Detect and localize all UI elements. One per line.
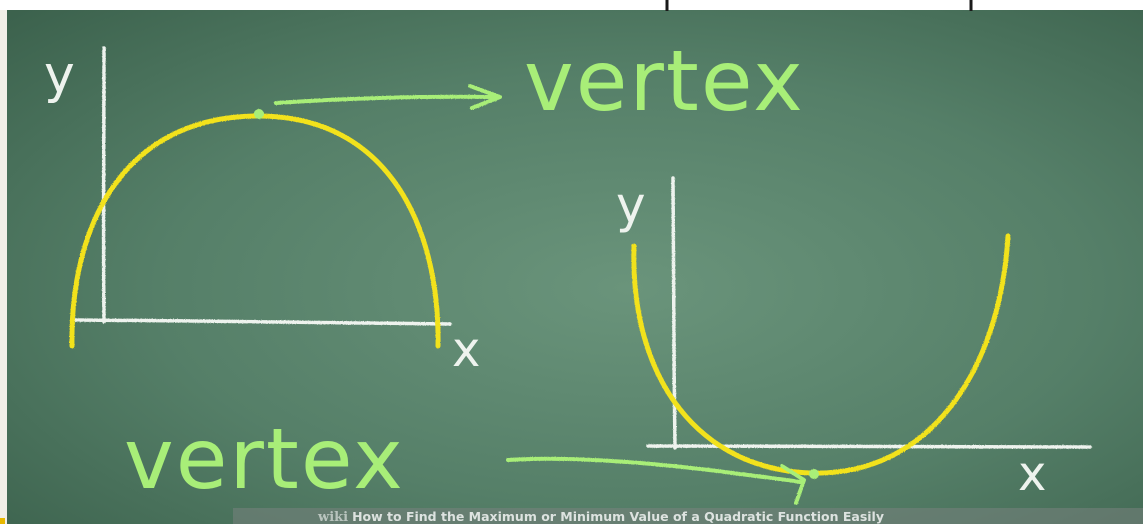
left-board-edge <box>0 10 7 524</box>
right-y-axis-label: y <box>616 176 646 234</box>
vertex-dot-icon <box>254 109 264 119</box>
right-x-axis-label: x <box>1018 446 1046 502</box>
right-y-axis <box>673 178 675 448</box>
vertex-label-bottom: vertex <box>124 410 405 508</box>
vertex-dot-icon <box>809 469 819 479</box>
left-x-axis-label: x <box>452 322 480 378</box>
watermark-brand: wiki <box>318 510 348 525</box>
watermark-title: How to Find the Maximum or Minimum Value… <box>352 509 884 524</box>
watermark: wiki How to Find the Maximum or Minimum V… <box>318 509 884 524</box>
vertex-label-top: vertex <box>524 32 805 130</box>
left-y-axis-label: y <box>44 45 75 105</box>
corner-mark <box>0 518 5 524</box>
